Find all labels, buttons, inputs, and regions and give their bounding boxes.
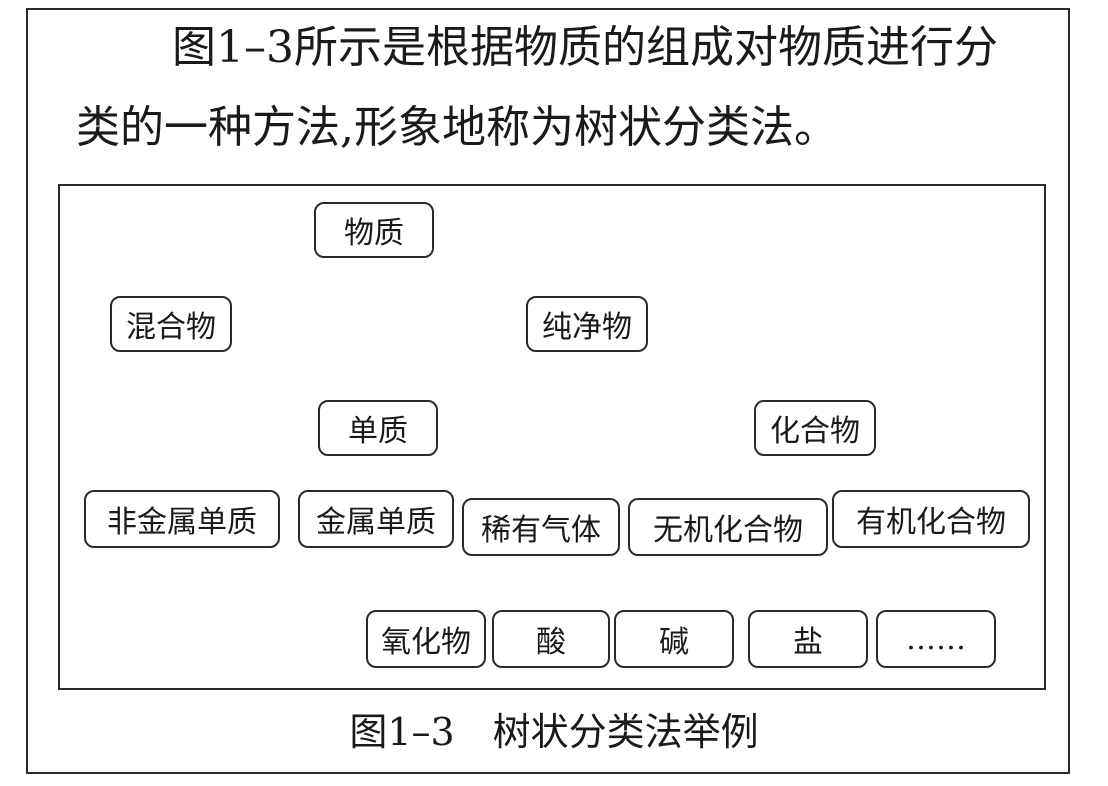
node-metal-element: 金属单质 xyxy=(298,490,454,548)
node-organic-compound: 有机化合物 xyxy=(832,490,1030,548)
node-element: 单质 xyxy=(318,400,438,456)
node-nonmetal-element: 非金属单质 xyxy=(84,490,280,548)
diagram-box xyxy=(58,184,1046,690)
node-mixture: 混合物 xyxy=(110,296,232,352)
node-noble-gas: 稀有气体 xyxy=(462,498,620,556)
node-acid: 酸 xyxy=(492,610,610,668)
node-inorganic-compound: 无机化合物 xyxy=(628,498,828,556)
node-compound: 化合物 xyxy=(754,400,876,456)
node-ellipsis: …… xyxy=(876,610,996,668)
node-base: 碱 xyxy=(614,610,734,668)
node-pure-substance: 纯净物 xyxy=(526,296,648,352)
figure-caption: 图1–3 树状分类法举例 xyxy=(349,710,759,754)
intro-line-2: 类的一种方法,形象地称为树状分类法。 xyxy=(76,102,838,153)
intro-line-1: 图1–3所示是根据物质的组成对物质进行分 xyxy=(172,22,998,73)
node-substance: 物质 xyxy=(314,202,434,258)
node-salt: 盐 xyxy=(748,610,868,668)
node-oxide: 氧化物 xyxy=(366,610,486,668)
